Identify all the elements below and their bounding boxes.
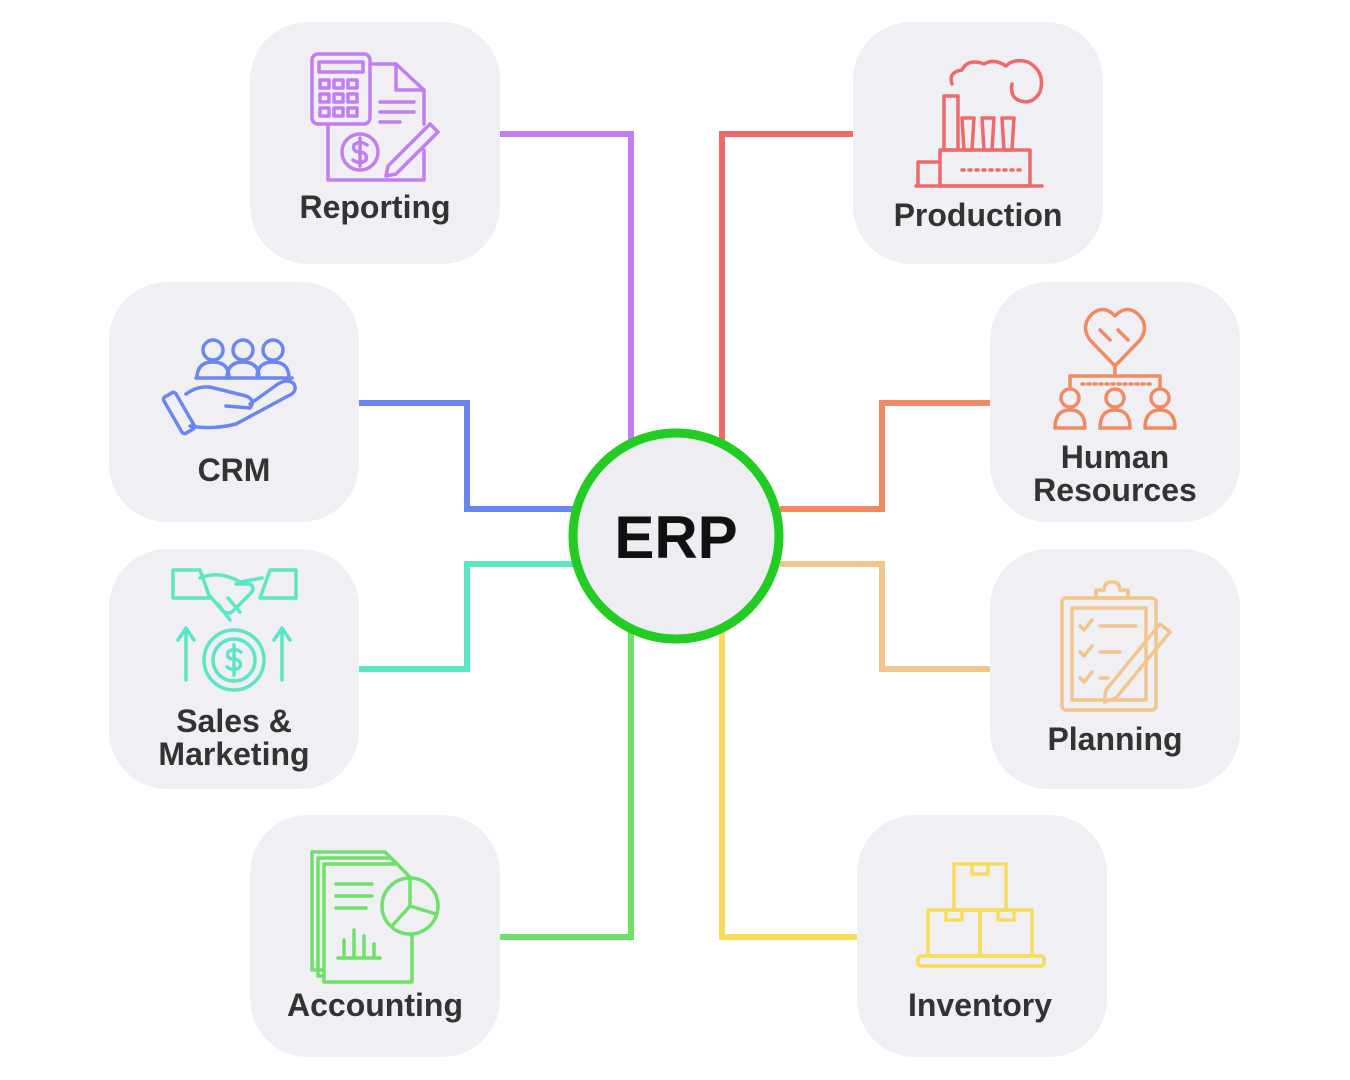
hand-holding-people-icon — [161, 338, 297, 436]
calculator-document-icon — [310, 52, 440, 182]
module-inventory: Inventory — [857, 815, 1107, 1057]
connector-planning — [780, 561, 990, 672]
module-label-sales-line2: Marketing — [158, 736, 309, 772]
module-label-production: Production — [894, 197, 1063, 233]
module-label-inventory: Inventory — [908, 987, 1052, 1023]
connector-inventory — [719, 632, 857, 940]
factory-icon — [914, 58, 1044, 188]
connector-reporting — [500, 131, 634, 440]
module-planning: Planning — [990, 549, 1240, 789]
module-label-accounting: Accounting — [287, 987, 463, 1023]
connector-crm — [359, 400, 576, 512]
module-label-hr-line1: Human — [1061, 439, 1169, 475]
module-label-hr-line2: Resources — [1033, 472, 1197, 508]
connector-sales — [359, 561, 578, 672]
documents-pie-chart-icon — [310, 850, 440, 984]
clipboard-checklist-icon — [1060, 580, 1172, 712]
module-human-resources: Human Resources — [990, 282, 1240, 522]
connector-hr — [780, 400, 990, 512]
module-label-planning: Planning — [1047, 721, 1182, 757]
handshake-dollar-icon — [171, 568, 298, 692]
connectors — [359, 131, 990, 940]
stacked-boxes-icon — [916, 862, 1046, 968]
module-sales-marketing: Sales & Marketing — [109, 549, 359, 789]
module-accounting: Accounting — [250, 815, 500, 1057]
connector-accounting — [500, 632, 634, 940]
center-label: ERP — [614, 504, 737, 571]
module-label-crm: CRM — [198, 452, 271, 488]
org-chart-heart-icon — [1053, 307, 1177, 430]
module-label-sales-line1: Sales & — [176, 703, 292, 739]
module-production: Production — [853, 22, 1103, 264]
module-reporting: Reporting — [250, 22, 500, 264]
erp-center-node: ERP — [568, 428, 784, 644]
connector-production — [719, 131, 853, 440]
module-label-reporting: Reporting — [299, 189, 450, 225]
module-crm: CRM — [109, 282, 359, 522]
